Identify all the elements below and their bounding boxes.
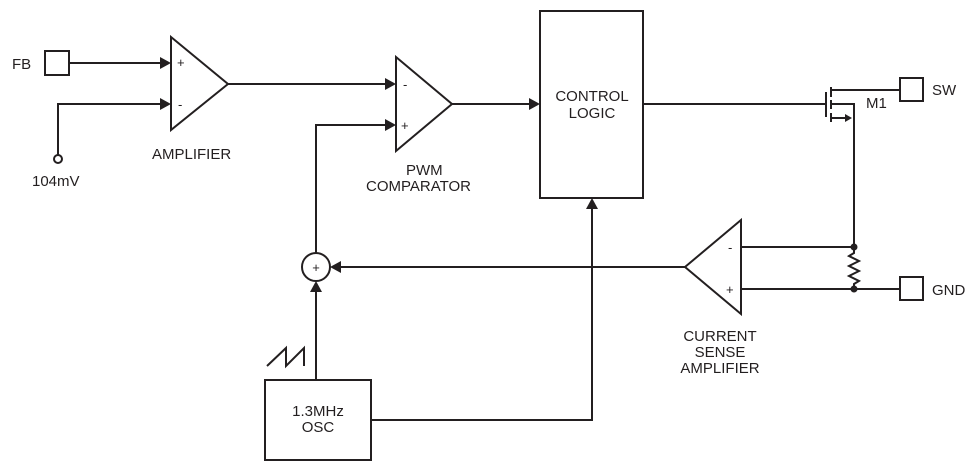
m1-label: M1 [866,95,887,112]
amplifier-label: AMPLIFIER [152,146,231,163]
pwm-plus: + [401,118,409,133]
summer-bottom-arrow-icon [310,281,322,292]
fb-pin-label: FB [12,56,31,73]
pwm-minus-arrow-icon [385,78,396,90]
m1-body-arrow-icon [845,114,852,122]
summer-plus: + [312,260,320,275]
pwm-minus: - [403,77,407,92]
csa-plus: + [726,282,734,297]
current-sense-amplifier [683,217,742,317]
pwm-plus-arrow-icon [385,119,396,131]
amplifier [170,34,230,133]
control-logic-label-2: LOGIC [569,105,616,122]
gnd-pin-label: GND [932,282,966,299]
sw-pin [899,77,924,102]
csa-label-3: AMPLIFIER [680,360,759,377]
m1-source-wire [831,103,855,247]
pwm-label-2: COMPARATOR [366,178,471,195]
control-logic-label-1: CONTROL [555,88,628,105]
amplifier-plus: + [177,55,185,70]
sawtooth-icon [266,345,305,369]
summer-right-arrow-icon [330,261,341,273]
amplifier-minus: - [178,97,182,112]
osc-clock-wire [371,209,593,421]
pwm-comparator [395,54,454,154]
logic-in-arrow-icon [529,98,540,110]
fb-pin [44,50,70,76]
csa-label-2: SENSE [695,344,746,361]
control-logic-block [539,10,644,199]
osc-label-2: OSC [302,419,335,436]
ref-label: 104mV [32,173,80,190]
ref-wire [57,103,160,155]
ref-arrow-icon [160,98,171,110]
osc-label-1: 1.3MHz [292,403,344,420]
ref-terminal [53,154,63,164]
pwm-label-1: PWM [406,162,443,179]
csa-label-1: CURRENT [683,328,756,345]
summer-out-wire [315,124,385,253]
fb-arrow-icon [160,57,171,69]
sense-resistor [846,247,862,289]
sw-pin-label: SW [932,82,957,99]
gnd-pin [899,276,924,301]
csa-minus: - [728,240,732,255]
logic-clock-arrow-icon [586,198,598,209]
